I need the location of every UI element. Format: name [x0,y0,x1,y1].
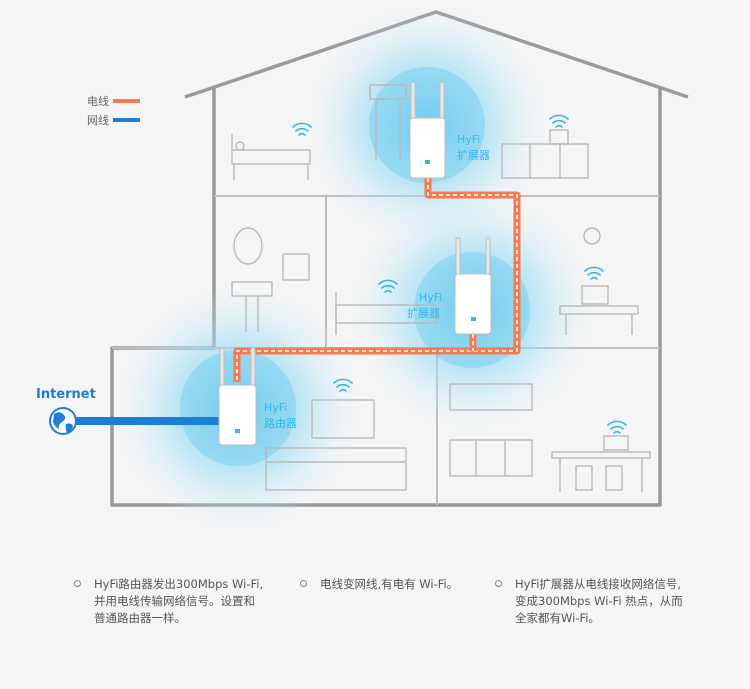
internet-label: Internet [36,387,96,402]
caption-router-line1: HyFi路由器发出300Mbps Wi-Fi, [94,577,264,591]
internet-globe-icon [49,407,77,435]
router-label: HyFi 路由器 [264,400,297,432]
wifi-signal-coverage [116,5,592,530]
legend-power-line-swatch [113,99,140,103]
legend-network-cable: 网线 [87,112,140,128]
hyfi-extender-top [409,81,446,179]
extender-top-label-line1: HyFi [457,133,481,146]
power-line-connection [233,178,521,382]
caption-extender-line2: 变成300Mbps Wi-Fi 热点，从而 [515,594,683,608]
caption-bullet [495,580,502,587]
hyfi-house-diagram [49,5,689,530]
wifi-icon [549,114,569,128]
caption-bullet [300,580,307,587]
wifi-icon [607,420,627,434]
caption-bullet [74,580,81,587]
extender-middle-label-line1: HyFi [419,291,443,304]
caption-extender-line1: HyFi扩展器从电线接收网络信号, [515,577,682,591]
caption-router-line2: 并用电线传输网络信号。设置和 [94,594,255,608]
hyfi-extender-middle [454,237,492,335]
legend-power-line-label: 电线 [87,95,109,108]
wifi-signal-icons [292,114,627,434]
caption-router: HyFi路由器发出300Mbps Wi-Fi, 并用电线传输网络信号。设置和 普… [74,576,264,627]
wifi-icon [378,279,398,293]
router-label-line2: 路由器 [264,417,297,430]
legend-power-line: 电线 [87,93,140,109]
caption-extender: HyFi扩展器从电线接收网络信号, 变成300Mbps Wi-Fi 热点，从而 … [495,576,683,627]
router-label-line1: HyFi [264,401,288,414]
legend-network-cable-swatch [113,118,140,122]
caption-router-line3: 普通路由器一样。 [94,611,186,625]
wifi-icon [292,122,312,136]
wifi-icon [584,266,604,280]
extender-middle-label-line2: 扩展器 [407,307,440,320]
legend-network-cable-label: 网线 [87,114,109,127]
wifi-icon [333,378,353,392]
furniture-illustrations [231,84,651,492]
extender-top-label: HyFi 扩展器 [457,132,490,164]
caption-powerline: 电线变网线,有电有 Wi-Fi。 [300,576,459,593]
extender-middle-label: HyFi 扩展器 [407,290,442,322]
network-cable [72,417,222,425]
caption-extender-line3: 全家都有Wi-Fi。 [515,611,600,625]
hyfi-router [218,347,257,446]
caption-powerline-line1: 电线变网线,有电有 Wi-Fi。 [320,577,459,591]
extender-top-label-line2: 扩展器 [457,149,490,162]
